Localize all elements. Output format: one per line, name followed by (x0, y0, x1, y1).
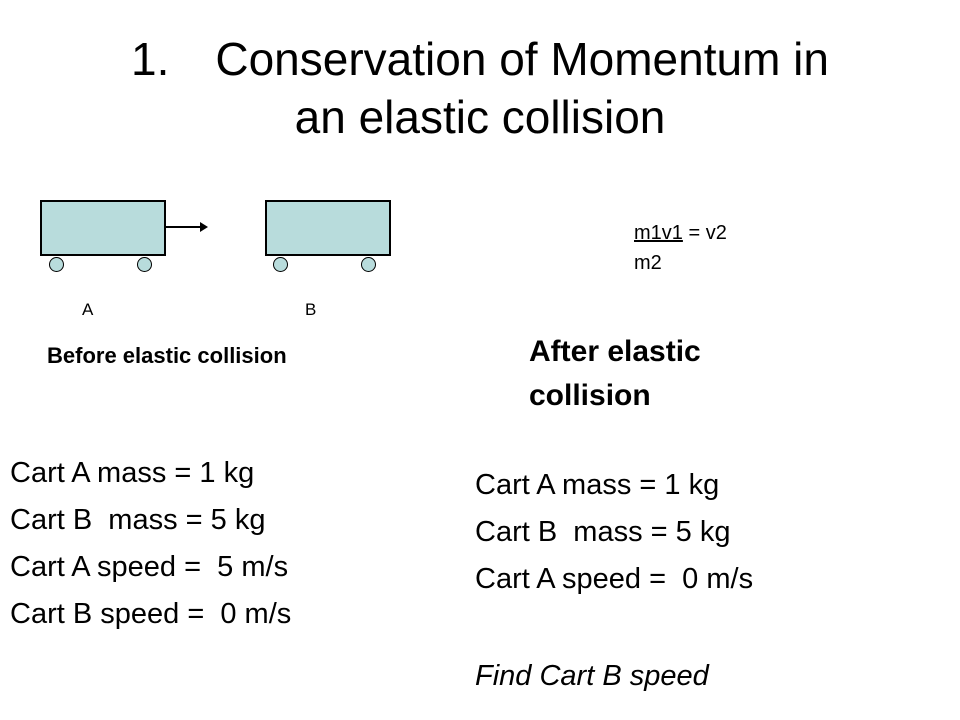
before-heading: Before elastic collision (47, 343, 287, 368)
cart-a-label: A (82, 300, 94, 319)
formula-numerator: m1v1 (634, 222, 683, 244)
slide-title: 1. Conservation of Momentum in an elastic… (0, 30, 960, 146)
momentum-formula: m1v1 = v2 m2 (634, 218, 727, 278)
after-item: Cart A speed = 0 m/s (475, 563, 754, 595)
before-item: Cart B mass = 5 kg (10, 504, 266, 536)
after-item: Cart A mass = 1 kg (475, 469, 720, 501)
cart-b-wheel-left (273, 257, 288, 272)
find-prompt: Find Cart B speed (475, 660, 709, 692)
cart-b-body (265, 200, 391, 256)
cart-a-wheel-left (49, 257, 64, 272)
title-line-1: 1. Conservation of Momentum in (0, 30, 960, 88)
after-heading: After elastic collision (529, 335, 701, 412)
before-item: Cart A mass = 1 kg (10, 457, 255, 489)
cart-b-wheel-right (361, 257, 376, 272)
before-item: Cart B speed = 0 m/s (10, 598, 292, 630)
cart-b-label: B (305, 300, 317, 319)
cart-a-body (40, 200, 166, 256)
title-line-2: an elastic collision (294, 91, 666, 143)
before-list: Cart A mass = 1 kg Cart B mass = 5 kg Ca… (10, 450, 291, 638)
formula-denominator: m2 (634, 252, 662, 274)
cart-a-wheel-right (137, 257, 152, 272)
velocity-arrow (166, 222, 208, 232)
before-item: Cart A speed = 5 m/s (10, 551, 289, 583)
title-number: 1. (131, 33, 170, 85)
title-text-1: Conservation of Momentum in (215, 33, 829, 85)
after-item: Cart B mass = 5 kg (475, 516, 731, 548)
after-list: Cart A mass = 1 kg Cart B mass = 5 kg Ca… (475, 462, 753, 603)
formula-equals: = v2 (682, 222, 727, 244)
